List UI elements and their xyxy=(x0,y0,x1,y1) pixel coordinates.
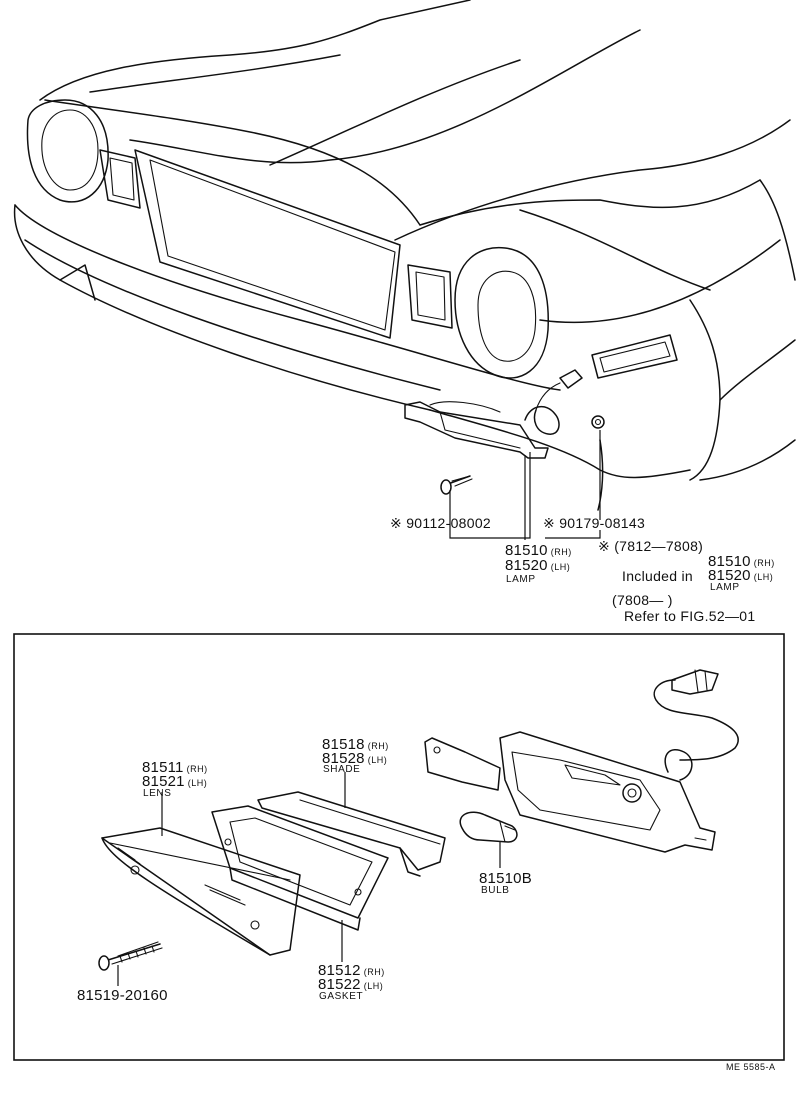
lens-side-rh: (RH) xyxy=(186,764,208,774)
upper-lamp-name: LAMP xyxy=(506,574,536,585)
lower-leader-lines xyxy=(117,772,501,986)
gasket-pn-rh: 81512 xyxy=(318,962,361,979)
upper-lamp-label-lh: 81520(LH) xyxy=(505,558,570,574)
upper-lamp-label-rh: 81510(RH) xyxy=(505,543,572,559)
note-lamp-pn-rh: 81510 xyxy=(708,553,751,570)
lens-illustration xyxy=(101,827,301,956)
note-period: ※ (7812—7808) xyxy=(598,538,704,554)
gasket-side-rh: (RH) xyxy=(363,967,385,977)
clip-part-label: ※ 90179-08143 xyxy=(543,515,646,531)
figure-reference: ME 5585-A xyxy=(726,1062,776,1072)
exploded-view-frame xyxy=(13,633,785,1061)
lens-name: LENS xyxy=(143,788,172,799)
gasket-illustration xyxy=(211,805,389,931)
shade-name: SHADE xyxy=(323,764,361,775)
car-front-illustration xyxy=(13,0,796,511)
shade-pn-lh: 81528 xyxy=(322,750,365,767)
gasket-side-lh: (LH) xyxy=(363,981,384,991)
note-included-in: Included in xyxy=(622,568,694,584)
upper-lamp-side-rh: (RH) xyxy=(550,547,572,557)
lens-label-rh: 81511(RH) xyxy=(142,760,208,776)
screw-pn: 81519-20160 xyxy=(77,987,168,1004)
lens-pn-rh: 81511 xyxy=(142,759,184,776)
shade-side-rh: (RH) xyxy=(367,741,389,751)
shade-illustration xyxy=(257,791,446,877)
lamp-body-illustration xyxy=(424,669,739,853)
bulb-illustration xyxy=(459,811,518,843)
shade-pn-rh: 81518 xyxy=(322,736,365,753)
screw-part-label: ※ 90112-08002 xyxy=(390,515,492,531)
upper-leader-lines xyxy=(449,430,601,540)
gasket-label-lh: 81522(LH) xyxy=(318,977,383,993)
bulb-pn: 81510B xyxy=(479,870,532,887)
shade-label-lh: 81528(LH) xyxy=(322,751,387,767)
shade-side-lh: (LH) xyxy=(367,755,388,765)
note-lamp-side-rh: (RH) xyxy=(753,558,775,568)
lens-label-lh: 81521(LH) xyxy=(142,774,207,790)
bulb-name: BULB xyxy=(481,885,510,896)
upper-lamp-pn-rh: 81510 xyxy=(505,542,548,559)
gasket-pn-lh: 81522 xyxy=(318,976,361,993)
note-period2: (7808— ) xyxy=(612,592,673,608)
screw-illustration xyxy=(98,941,163,971)
upper-lamp-pn-lh: 81520 xyxy=(505,557,548,574)
gasket-name: GASKET xyxy=(319,991,364,1002)
shade-label-rh: 81518(RH) xyxy=(322,737,389,753)
note-refer: Refer to FIG.52—01 xyxy=(624,608,756,624)
lens-pn-lh: 81521 xyxy=(142,773,185,790)
lens-side-lh: (LH) xyxy=(187,778,208,788)
upper-lamp-side-lh: (LH) xyxy=(550,562,571,572)
note-lamp-rh: 81510(RH) xyxy=(708,554,775,570)
note-lamp-name: LAMP xyxy=(710,582,740,593)
note-lamp-lh: 81520(LH) xyxy=(708,568,773,584)
note-lamp-side-lh: (LH) xyxy=(753,572,774,582)
note-lamp-pn-lh: 81520 xyxy=(708,567,751,584)
gasket-label-rh: 81512(RH) xyxy=(318,963,385,979)
